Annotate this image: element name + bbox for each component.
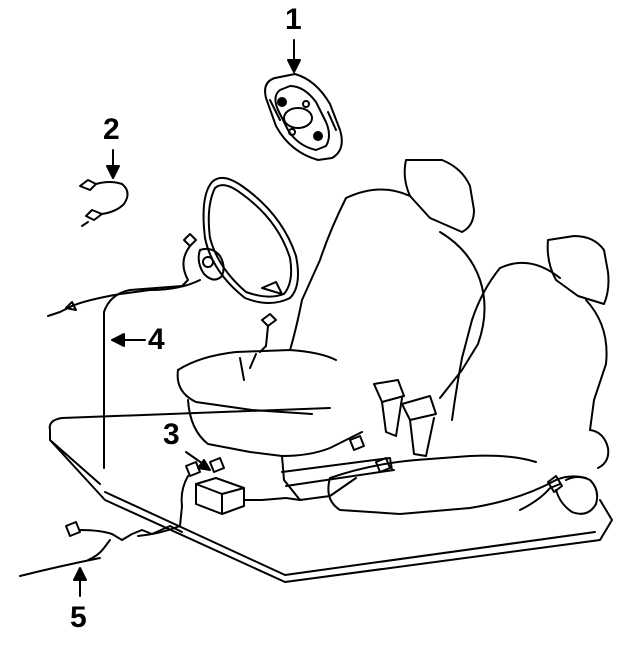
callout-5: 5 xyxy=(70,601,87,634)
seat-connector xyxy=(259,313,277,353)
airbag-harness xyxy=(47,233,201,469)
second-seat xyxy=(327,235,610,515)
callout-3: 3 xyxy=(163,418,180,451)
callout-2: 2 xyxy=(103,113,120,146)
airbag-module xyxy=(264,73,343,161)
clock-spring-wire xyxy=(79,179,129,227)
floor-panel xyxy=(48,407,613,583)
callout-4: 4 xyxy=(148,323,165,356)
callout-leaders xyxy=(73,39,301,597)
callout-1: 1 xyxy=(285,3,302,36)
floor-harness xyxy=(19,435,599,577)
front-seat xyxy=(176,159,486,501)
steering-wheel xyxy=(197,176,299,304)
sensor-unit xyxy=(137,457,245,537)
seat-belt-buckles xyxy=(373,379,437,457)
